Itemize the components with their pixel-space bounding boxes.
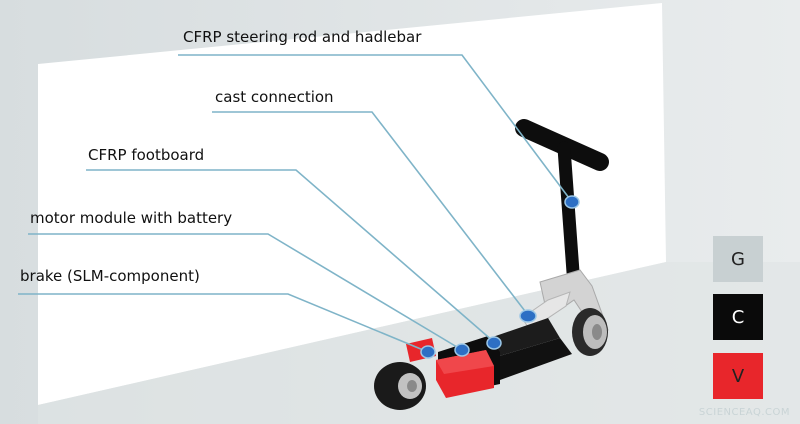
leader-footboard: [86, 169, 495, 343]
leader-steering: [178, 54, 573, 203]
label-steering: CFRP steering rod and hadlebar: [183, 28, 422, 46]
battery-block: [436, 350, 494, 398]
watermark: SCIENCEAQ.COM: [698, 407, 790, 418]
front-wheel: [572, 308, 608, 356]
label-brake: brake (SLM-component): [20, 267, 200, 285]
marker-motor: [454, 343, 470, 357]
legend-v: V: [713, 353, 763, 399]
leader-cast: [212, 111, 529, 316]
legend-c: C: [713, 294, 763, 340]
legend-v-letter: V: [731, 365, 745, 387]
marker-steering: [564, 195, 580, 209]
leader-motor: [28, 233, 463, 351]
steering-rod: [557, 141, 580, 279]
markers: [420, 195, 580, 359]
marker-brake: [420, 345, 436, 359]
leader-lines: [18, 54, 573, 353]
marker-footboard: [486, 336, 502, 350]
wall-panel: [38, 3, 666, 405]
legend-g-letter: G: [731, 248, 745, 270]
legend-g: G: [713, 236, 763, 282]
leader-brake: [18, 293, 429, 353]
label-cast: cast connection: [215, 88, 334, 106]
marker-cast: [519, 309, 537, 323]
footboard: [478, 318, 572, 380]
legend-c-letter: C: [731, 306, 745, 328]
label-footboard: CFRP footboard: [88, 146, 205, 164]
rear-wheel: [374, 362, 426, 410]
label-motor: motor module with battery: [30, 209, 233, 227]
